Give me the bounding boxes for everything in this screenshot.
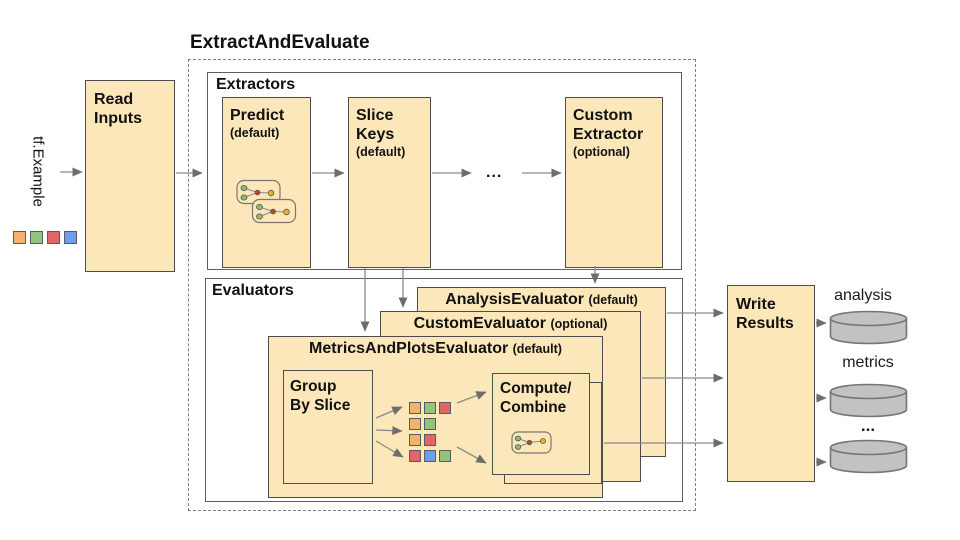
write-results-label: Write Results [736, 296, 794, 333]
predict-qualifier: (default) [230, 126, 280, 141]
slice-row [409, 418, 451, 430]
slice-row [409, 434, 451, 446]
red-square [439, 402, 451, 414]
analysis-evaluator-title: AnalysisEvaluator (default) [445, 291, 638, 308]
combine-graph-icon [511, 431, 552, 454]
blue-square [64, 231, 77, 244]
compute-combine-box: Compute/ Combine [492, 373, 590, 475]
extractors-ellipsis: ... [486, 164, 503, 181]
analysis-database-icon [829, 310, 908, 345]
metrics-and-plots-evaluator-title: MetricsAndPlotsEvaluator (default) [309, 340, 562, 357]
red-square [47, 231, 60, 244]
custom-extractor-qualifier: (optional) [573, 145, 630, 160]
evaluators-section-label: Evaluators [212, 282, 294, 299]
green-square [424, 418, 436, 430]
write-results-box: Write Results [727, 285, 815, 482]
slice-row [409, 450, 451, 462]
custom-evaluator-title: CustomEvaluator (optional) [413, 315, 608, 332]
orange-square [409, 402, 421, 414]
model-graph-icon [236, 179, 297, 224]
analysis-store-label: analysis [834, 287, 892, 304]
red-square [409, 450, 421, 462]
custom-extractor-box: Custom Extractor (optional) [565, 97, 663, 268]
orange-square [409, 434, 421, 446]
slice-row [409, 402, 451, 414]
predict-label: Predict [230, 107, 285, 124]
slice-keys-qualifier: (default) [356, 145, 406, 160]
read-inputs-label: Read Inputs [94, 91, 142, 128]
blue-square [424, 450, 436, 462]
sliced-examples-grid [409, 402, 451, 462]
red-square [424, 434, 436, 446]
slice-keys-extractor-box: Slice Keys (default) [348, 97, 431, 268]
group-by-slice-box: Group By Slice [283, 370, 373, 484]
other-database-icon [829, 439, 908, 474]
tf-example-label: tf.Example [29, 136, 47, 207]
green-square [424, 402, 436, 414]
diagram-title: ExtractAndEvaluate [190, 32, 370, 53]
custom-extractor-label: Custom Extractor [573, 107, 644, 144]
orange-square [409, 418, 421, 430]
extractors-section-label: Extractors [216, 76, 296, 93]
predict-extractor-box: Predict (default) [222, 97, 311, 268]
extract-and-evaluate-boundary [188, 59, 696, 511]
metrics-database-icon [829, 383, 908, 418]
tf-example-record-squares [13, 231, 77, 244]
compute-combine-label: Compute/ Combine [500, 380, 572, 416]
green-square [439, 450, 451, 462]
more-stores-label: ... [860, 416, 876, 435]
group-by-slice-label: Group By Slice [290, 378, 351, 414]
green-square [30, 231, 43, 244]
orange-square [13, 231, 26, 244]
read-inputs-box: Read Inputs [85, 80, 175, 272]
metrics-store-label: metrics [842, 354, 894, 371]
slice-keys-label: Slice Keys [356, 107, 395, 144]
